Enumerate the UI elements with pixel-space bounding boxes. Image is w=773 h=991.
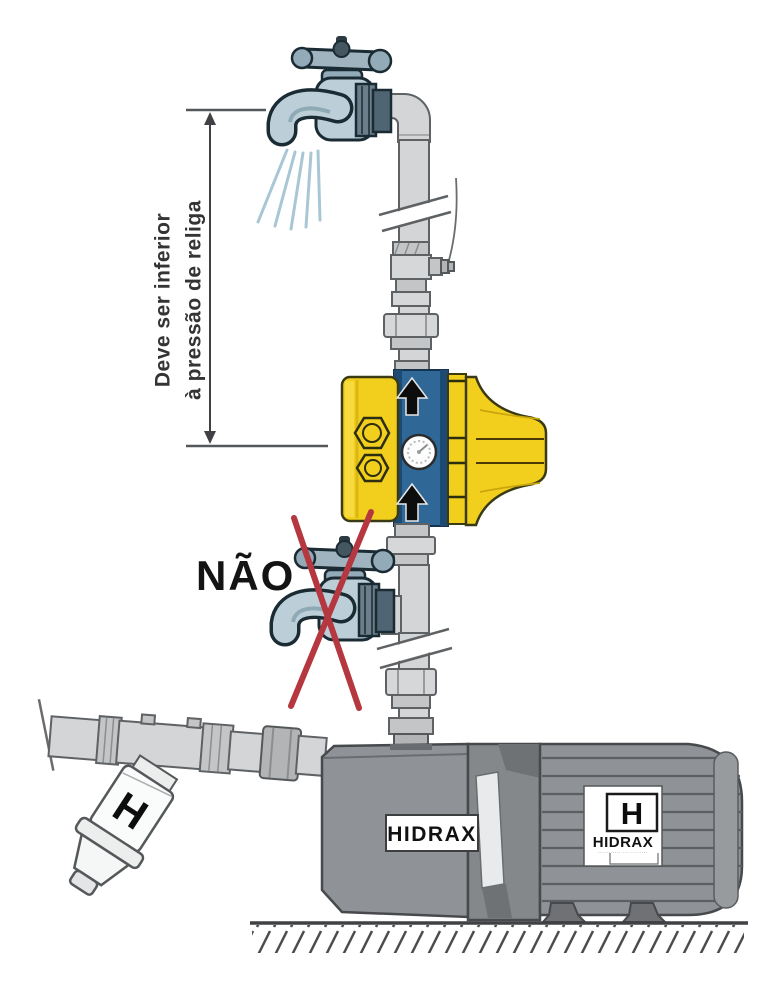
no-label: NÃO bbox=[196, 552, 295, 599]
arrow-down-icon bbox=[204, 431, 216, 444]
dimension-label-line1: Deve ser inferior bbox=[152, 213, 175, 387]
pressure-controller bbox=[340, 369, 548, 539]
pump-brand-text: HIDRAX bbox=[387, 823, 477, 846]
prohibition-x-icon bbox=[288, 509, 374, 711]
dimension-label-line2: à pressão de religa bbox=[183, 200, 206, 400]
motor-tagline: ··········· ··· ········ bbox=[598, 850, 648, 855]
ground bbox=[250, 921, 748, 953]
pipe-break-icon bbox=[378, 194, 452, 233]
pressure-gauge-icon bbox=[400, 433, 438, 471]
bleed-line bbox=[448, 177, 458, 261]
arrow-up-icon bbox=[204, 112, 216, 125]
suction-pipe bbox=[37, 699, 328, 782]
y-strainer-filter: H bbox=[68, 754, 179, 896]
discharge-pipe bbox=[377, 93, 458, 376]
strainer-drain-plug bbox=[68, 869, 99, 896]
motor-brand-text: HIDRAX bbox=[593, 834, 654, 851]
union-coupling-2 bbox=[385, 668, 437, 696]
hex-plug-top bbox=[353, 416, 391, 450]
motor-logo: H bbox=[621, 796, 643, 831]
hex-plug-bottom bbox=[355, 453, 390, 483]
pipe-break-icon-2 bbox=[376, 627, 453, 670]
motor-end-cap bbox=[713, 751, 739, 909]
strainer-bowl bbox=[72, 832, 131, 887]
pump-label: HIDRAX bbox=[385, 814, 479, 852]
pump: HIDRAX H HIDRAX ··········· ··· ········ bbox=[320, 742, 744, 923]
top-faucet bbox=[282, 36, 391, 140]
dimension-annotation: Deve ser inferior à pressão de religa bbox=[152, 108, 328, 448]
ground-hatching bbox=[252, 925, 744, 953]
motor-label: H HIDRAX ··········· ··· ········ bbox=[583, 785, 663, 867]
union-coupling bbox=[383, 313, 439, 338]
controller-collar bbox=[447, 373, 467, 525]
controller-cone bbox=[464, 375, 548, 527]
water-spray-icon bbox=[256, 148, 322, 231]
tapping-fitting bbox=[390, 254, 432, 280]
flow-arrow-up-icon-bottom bbox=[395, 482, 429, 522]
motor-logo-box bbox=[605, 792, 659, 833]
pump-inlet-flange bbox=[388, 717, 434, 735]
flow-arrow-up-icon-top bbox=[395, 376, 429, 416]
pipe-cut-line bbox=[37, 699, 55, 771]
